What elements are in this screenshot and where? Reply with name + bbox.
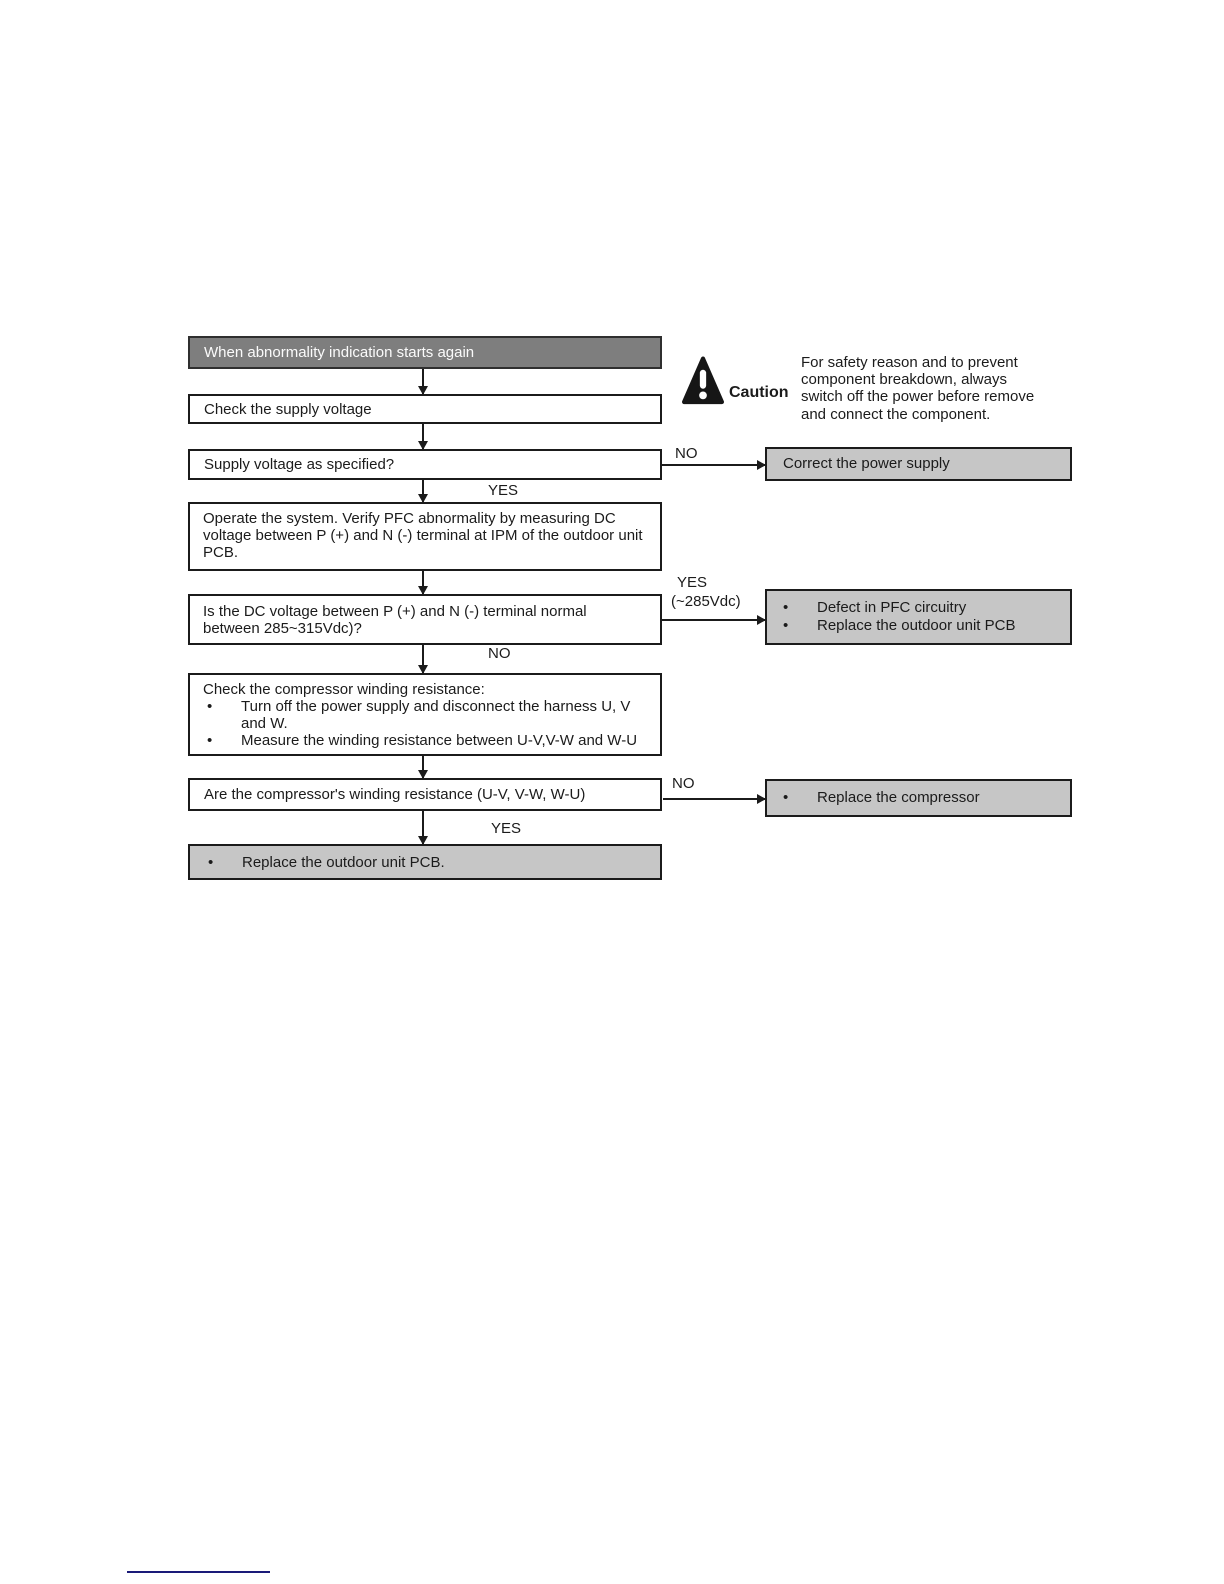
arrow-down-1-icon bbox=[418, 369, 428, 395]
flow-node-winding-check: Check the compressor winding resistance:… bbox=[188, 673, 662, 756]
caution-warning-icon bbox=[682, 356, 724, 405]
flow-node-dc-voltage-question: Is the DC voltage between P (+) and N (-… bbox=[188, 594, 662, 645]
result-bullet-item: Replace the compressor bbox=[783, 789, 1062, 807]
branch-label-yes-1: YES bbox=[488, 482, 519, 499]
node-bullet-item: Turn off the power supply and disconnect… bbox=[207, 698, 645, 732]
flow-node-winding-question-label: Are the compressor's winding resistance … bbox=[204, 786, 586, 803]
flow-node-start: When abnormality indication starts again bbox=[188, 336, 662, 369]
flow-node-supply-question: Supply voltage as specified? bbox=[188, 449, 662, 480]
arrow-right-2-icon bbox=[662, 615, 766, 625]
flow-node-replace-pcb-final: Replace the outdoor unit PCB. bbox=[188, 844, 662, 880]
branch-label-yes-3: YES bbox=[491, 820, 522, 837]
flow-result-replace-compressor: Replace the compressor bbox=[765, 779, 1072, 817]
flow-node-start-label: When abnormality indication starts again bbox=[204, 344, 475, 361]
flow-result-correct-power-label: Correct the power supply bbox=[783, 455, 950, 472]
arrow-down-3-icon bbox=[418, 480, 428, 503]
arrow-right-1-icon bbox=[662, 460, 766, 470]
flow-node-check-supply-label: Check the supply voltage bbox=[204, 400, 372, 418]
branch-label-no-3: NO bbox=[672, 775, 695, 792]
branch-label-yes-2: YES bbox=[677, 574, 708, 591]
branch-label-yes-2-voltage: (~285Vdc) bbox=[671, 593, 741, 610]
arrow-down-6-icon bbox=[418, 756, 428, 779]
result-bullet-text: Defect in PFC circuitry bbox=[817, 599, 967, 616]
node-bullet-text: Measure the winding resistance between U… bbox=[241, 732, 638, 749]
branch-label-no-2: NO bbox=[488, 645, 511, 662]
node-bullet-text: Turn off the power supply and disconnect… bbox=[241, 698, 631, 732]
result-bullet-item: Replace the outdoor unit PCB bbox=[783, 617, 1062, 635]
arrow-right-3-icon bbox=[663, 794, 766, 804]
node-bullet-item: Measure the winding resistance between U… bbox=[207, 732, 645, 749]
arrow-down-2-icon bbox=[418, 424, 428, 450]
caution-text: For safety reason and to prevent compone… bbox=[801, 354, 1035, 423]
node-bullet-text: Replace the outdoor unit PCB. bbox=[242, 853, 445, 871]
result-bullet-text: Replace the compressor bbox=[817, 789, 980, 806]
node-bullet-item: Replace the outdoor unit PCB. bbox=[208, 854, 652, 871]
flow-result-pfc-defect: Defect in PFC circuitry Replace the outd… bbox=[765, 589, 1072, 645]
branch-label-no-1: NO bbox=[675, 445, 698, 462]
flow-node-operate-system-label: Operate the system. Verify PFC abnormali… bbox=[203, 510, 643, 561]
caution-label: Caution bbox=[729, 384, 789, 401]
arrow-down-5-icon bbox=[418, 645, 428, 674]
flow-node-operate-system: Operate the system. Verify PFC abnormali… bbox=[188, 502, 662, 571]
flow-result-correct-power: Correct the power supply bbox=[765, 447, 1072, 481]
footer-rule-line bbox=[127, 1571, 270, 1573]
flow-node-dc-voltage-question-label: Is the DC voltage between P (+) and N (-… bbox=[203, 602, 587, 637]
flow-node-check-supply: Check the supply voltage bbox=[188, 394, 662, 424]
arrow-down-4-icon bbox=[418, 571, 428, 595]
flow-node-winding-question: Are the compressor's winding resistance … bbox=[188, 778, 662, 811]
flow-node-winding-check-lead: Check the compressor winding resistance: bbox=[203, 681, 485, 698]
arrow-down-7-icon bbox=[418, 811, 428, 845]
result-bullet-item: Defect in PFC circuitry bbox=[783, 599, 1062, 617]
result-bullet-text: Replace the outdoor unit PCB bbox=[817, 617, 1016, 634]
flow-node-supply-question-label: Supply voltage as specified? bbox=[204, 456, 395, 473]
